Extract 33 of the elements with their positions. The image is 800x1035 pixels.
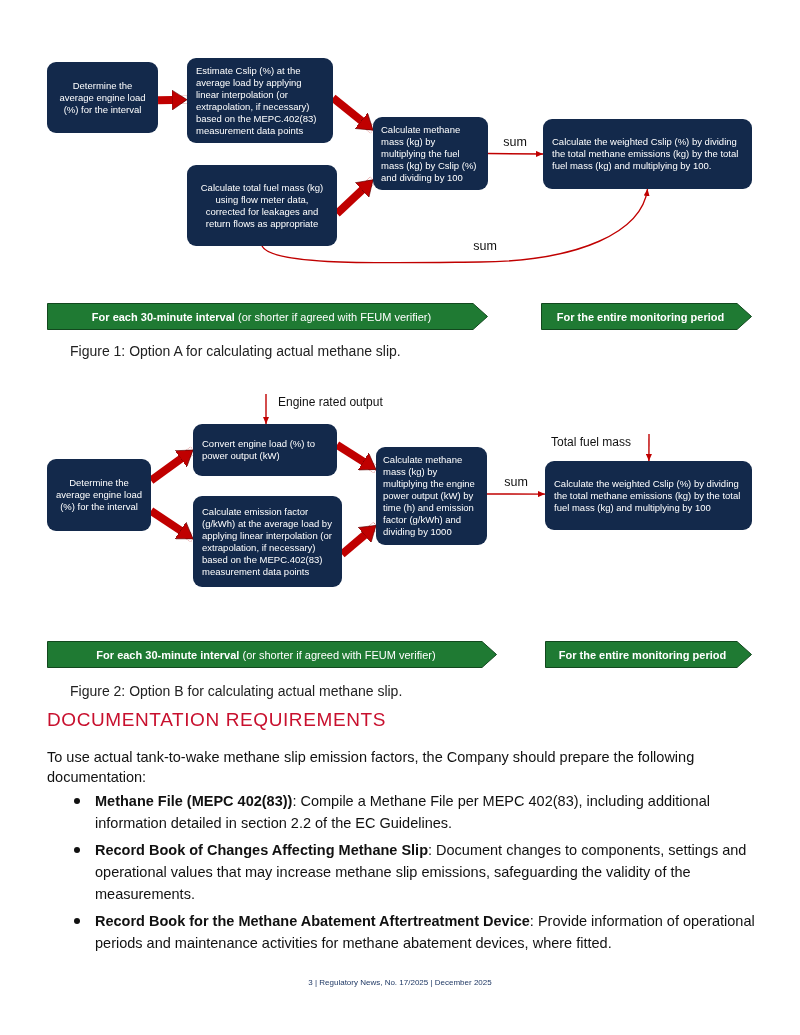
process-box: Determine the average engine load (%) for the interval <box>47 62 158 133</box>
process-box: Calculate the weighted Cslip (%) by dividing the total methane emissions (kg) by the total fuel mass (kg) and multiplying by 100 <box>545 461 752 530</box>
process-box: Determine the average engine load (%) for the interval <box>47 459 151 531</box>
input-label: Total fuel mass <box>551 434 649 450</box>
page-footer: 3 | Regulatory News, No. 17/2025 | December 2025 <box>308 978 492 988</box>
phase-banner <box>545 641 752 668</box>
phase-banner <box>47 303 488 330</box>
process-box: Calculate methane mass (kg) by multiplying the fuel mass (kg) by Cslip (%) and dividing by 100 <box>373 117 488 190</box>
bullet-text: Methane File (MEPC 402(83)): Compile a Methane File per MEPC 402(83), including additional information detailed in section 2.2 of the EC Guidelines. <box>95 792 711 833</box>
body-paragraph: To use actual tank-to-wake methane slip emission factors, the Company should prepare the following documentation: <box>47 748 696 787</box>
process-box: Convert engine load (%) to power output (kW) <box>193 424 337 476</box>
bullet-text: Record Book for the Methane Abatement Aftertreatment Device: Provide information of operational periods and maintenance activities for methane abatement devices, where fitted. <box>95 912 755 953</box>
process-box: Estimate Cslip (%) at the average load by applying linear interpolation (or extrapolation, if necessary) based on the MEPC.402(83) measurement data points <box>187 58 333 143</box>
banner-text: For each 30-minute interval (or shorter if agreed with FEUM verifier) <box>91 310 433 323</box>
input-label: Engine rated output <box>266 394 392 410</box>
process-box: Calculate the weighted Cslip (%) by dividing the total methane emissions (kg) by the total fuel mass (kg) and multiplying by 100. <box>543 119 752 189</box>
bullet-text: Record Book of Changes Affecting Methane Slip: Document changes to components, settings and operational values that may increase methane slip emissions, safeguarding the validity of the measurements. <box>95 841 748 904</box>
arrow <box>487 150 544 157</box>
phase-banner <box>541 303 752 330</box>
process-box: Calculate methane mass (kg) by multiplying the engine power output (kW) by time (h) and emission factor (g/kWh) and dividing by 1000 <box>376 447 487 545</box>
banner-text: For the entire monitoring period <box>558 648 728 661</box>
process-box: Calculate emission factor (g/kWh) at the average load by applying linear interpolation (or extrapolation, if necessary) based on the MEPC.402(83) measurement data points <box>193 496 342 587</box>
arrow <box>645 433 652 462</box>
section-heading: DOCUMENTATION REQUIREMENTS <box>47 708 386 732</box>
arrow <box>486 491 546 498</box>
figure-caption: Figure 1: Option A for calculating actual methane slip. <box>70 342 401 360</box>
banner-text: For the entire monitoring period <box>556 310 726 323</box>
banner-text: For each 30-minute interval (or shorter if agreed with FEUM verifier) <box>96 648 437 661</box>
arrow <box>261 188 649 264</box>
figure-caption: Figure 2: Option B for calculating actual methane slip. <box>70 682 403 700</box>
process-box: Calculate total fuel mass (kg) using flow meter data, corrected for leakages and return flows as appropriate <box>187 165 337 246</box>
phase-banner <box>47 641 497 668</box>
arrow <box>263 393 269 425</box>
